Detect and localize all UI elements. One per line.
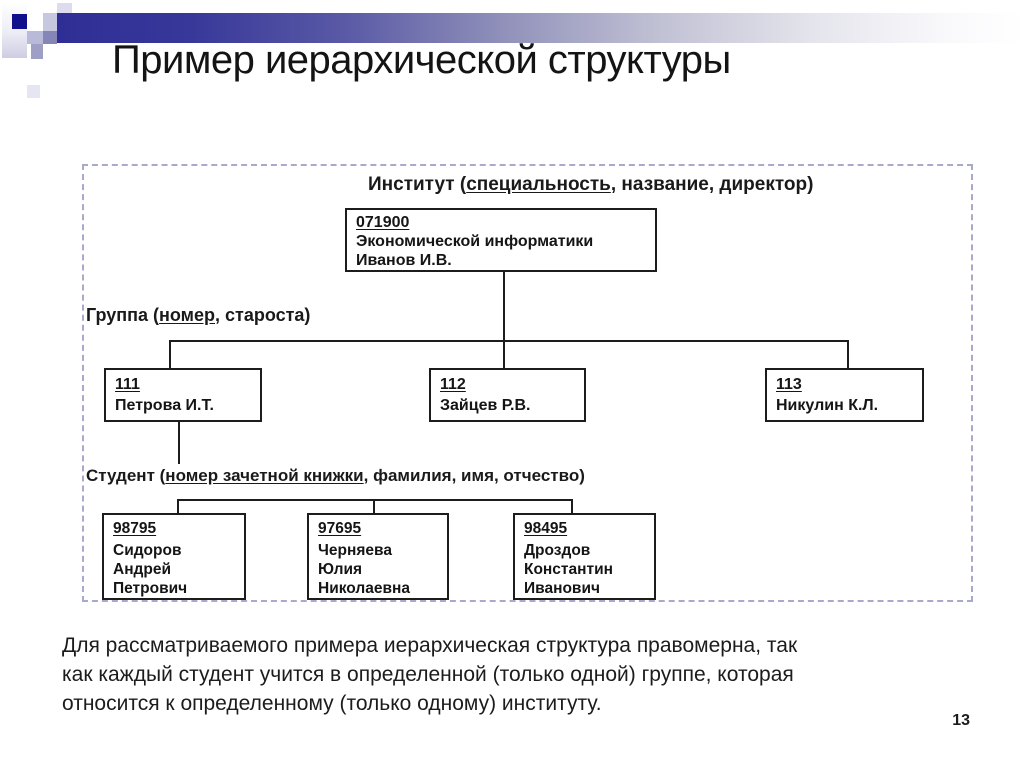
student-entity-label: Студент (номер зачетной книжки, фамилия,…: [86, 466, 585, 485]
decor-navy-square: [12, 14, 27, 29]
student-firstname: Андрей: [113, 561, 172, 578]
connector-line: [177, 499, 179, 513]
entity-name: Студент: [86, 466, 155, 485]
connector-line: [847, 340, 849, 368]
note-line: относится к определенному (только одному…: [62, 692, 602, 715]
institute-entity-label: Институт (специальность, название, дирек…: [368, 174, 814, 195]
slide-title: Пример иерархической структуры: [112, 38, 731, 82]
note-line: Для рассматриваемого примера иерархическ…: [62, 634, 798, 657]
student-patronymic: Петрович: [113, 580, 188, 597]
group-head: Зайцев Р.В.: [440, 397, 531, 414]
group-record-box: 112 Зайцев Р.В.: [429, 368, 586, 422]
hierarchy-diagram-frame: Институт (специальность, название, дирек…: [82, 164, 973, 602]
decor-square: [27, 85, 40, 98]
decor-square: [31, 44, 43, 59]
connector-line: [169, 340, 849, 342]
student-record-box: 98495 Дроздов Константин Иванович: [513, 513, 656, 600]
note-line: как каждый студент учится в определенной…: [62, 663, 794, 686]
group-head: Никулин К.Л.: [776, 397, 879, 414]
group-record-box: 113 Никулин К.Л.: [765, 368, 924, 422]
student-surname: Дроздов: [524, 542, 591, 559]
connector-line: [178, 422, 180, 464]
record-number: 111: [115, 376, 140, 393]
record-number: 112: [440, 376, 466, 393]
group-head: Петрова И.Т.: [115, 397, 214, 414]
key-attribute: номер: [159, 305, 215, 325]
decor-square: [43, 31, 57, 44]
student-surname: Черняева: [318, 542, 392, 559]
student-surname: Сидоров: [113, 542, 182, 559]
decor-square: [43, 13, 57, 31]
student-firstname: Юлия: [318, 561, 363, 578]
page-number: 13: [952, 712, 970, 729]
key-attribute: номер зачетной книжки: [165, 466, 364, 485]
student-record-box: 97695 Черняева Юлия Николаевна: [307, 513, 449, 600]
student-patronymic: Николаевна: [318, 580, 410, 597]
student-record-box: 98795 Сидоров Андрей Петрович: [102, 513, 246, 600]
student-firstname: Константин: [524, 561, 613, 578]
institute-record-box: 071900 Экономической информатики Иванов …: [345, 208, 657, 272]
header-gradient-bar: [57, 13, 1024, 43]
record-number: 98795: [113, 520, 157, 537]
connector-line: [571, 499, 573, 513]
key-attribute: специальность: [466, 174, 611, 195]
connector-line: [169, 340, 171, 368]
group-record-box: 111 Петрова И.Т.: [104, 368, 262, 422]
entity-name: Группа: [86, 305, 149, 325]
decor-square: [57, 3, 72, 13]
institute-director: Иванов И.В.: [356, 252, 452, 269]
decor-gradient-strip: [2, 3, 27, 58]
record-number: 113: [776, 376, 802, 393]
entity-name: Институт: [368, 174, 455, 195]
group-entity-label: Группа (номер, староста): [86, 305, 311, 325]
connector-line: [177, 499, 573, 501]
institute-specialty: Экономической информатики: [356, 233, 594, 250]
connector-line: [503, 272, 505, 370]
decor-square: [27, 31, 43, 44]
student-patronymic: Иванович: [524, 580, 600, 597]
record-number: 071900: [356, 214, 410, 231]
record-number: 98495: [524, 520, 568, 537]
record-number: 97695: [318, 520, 362, 537]
explanatory-note: Для рассматриваемого примера иерархическ…: [62, 631, 992, 718]
connector-line: [373, 499, 375, 513]
